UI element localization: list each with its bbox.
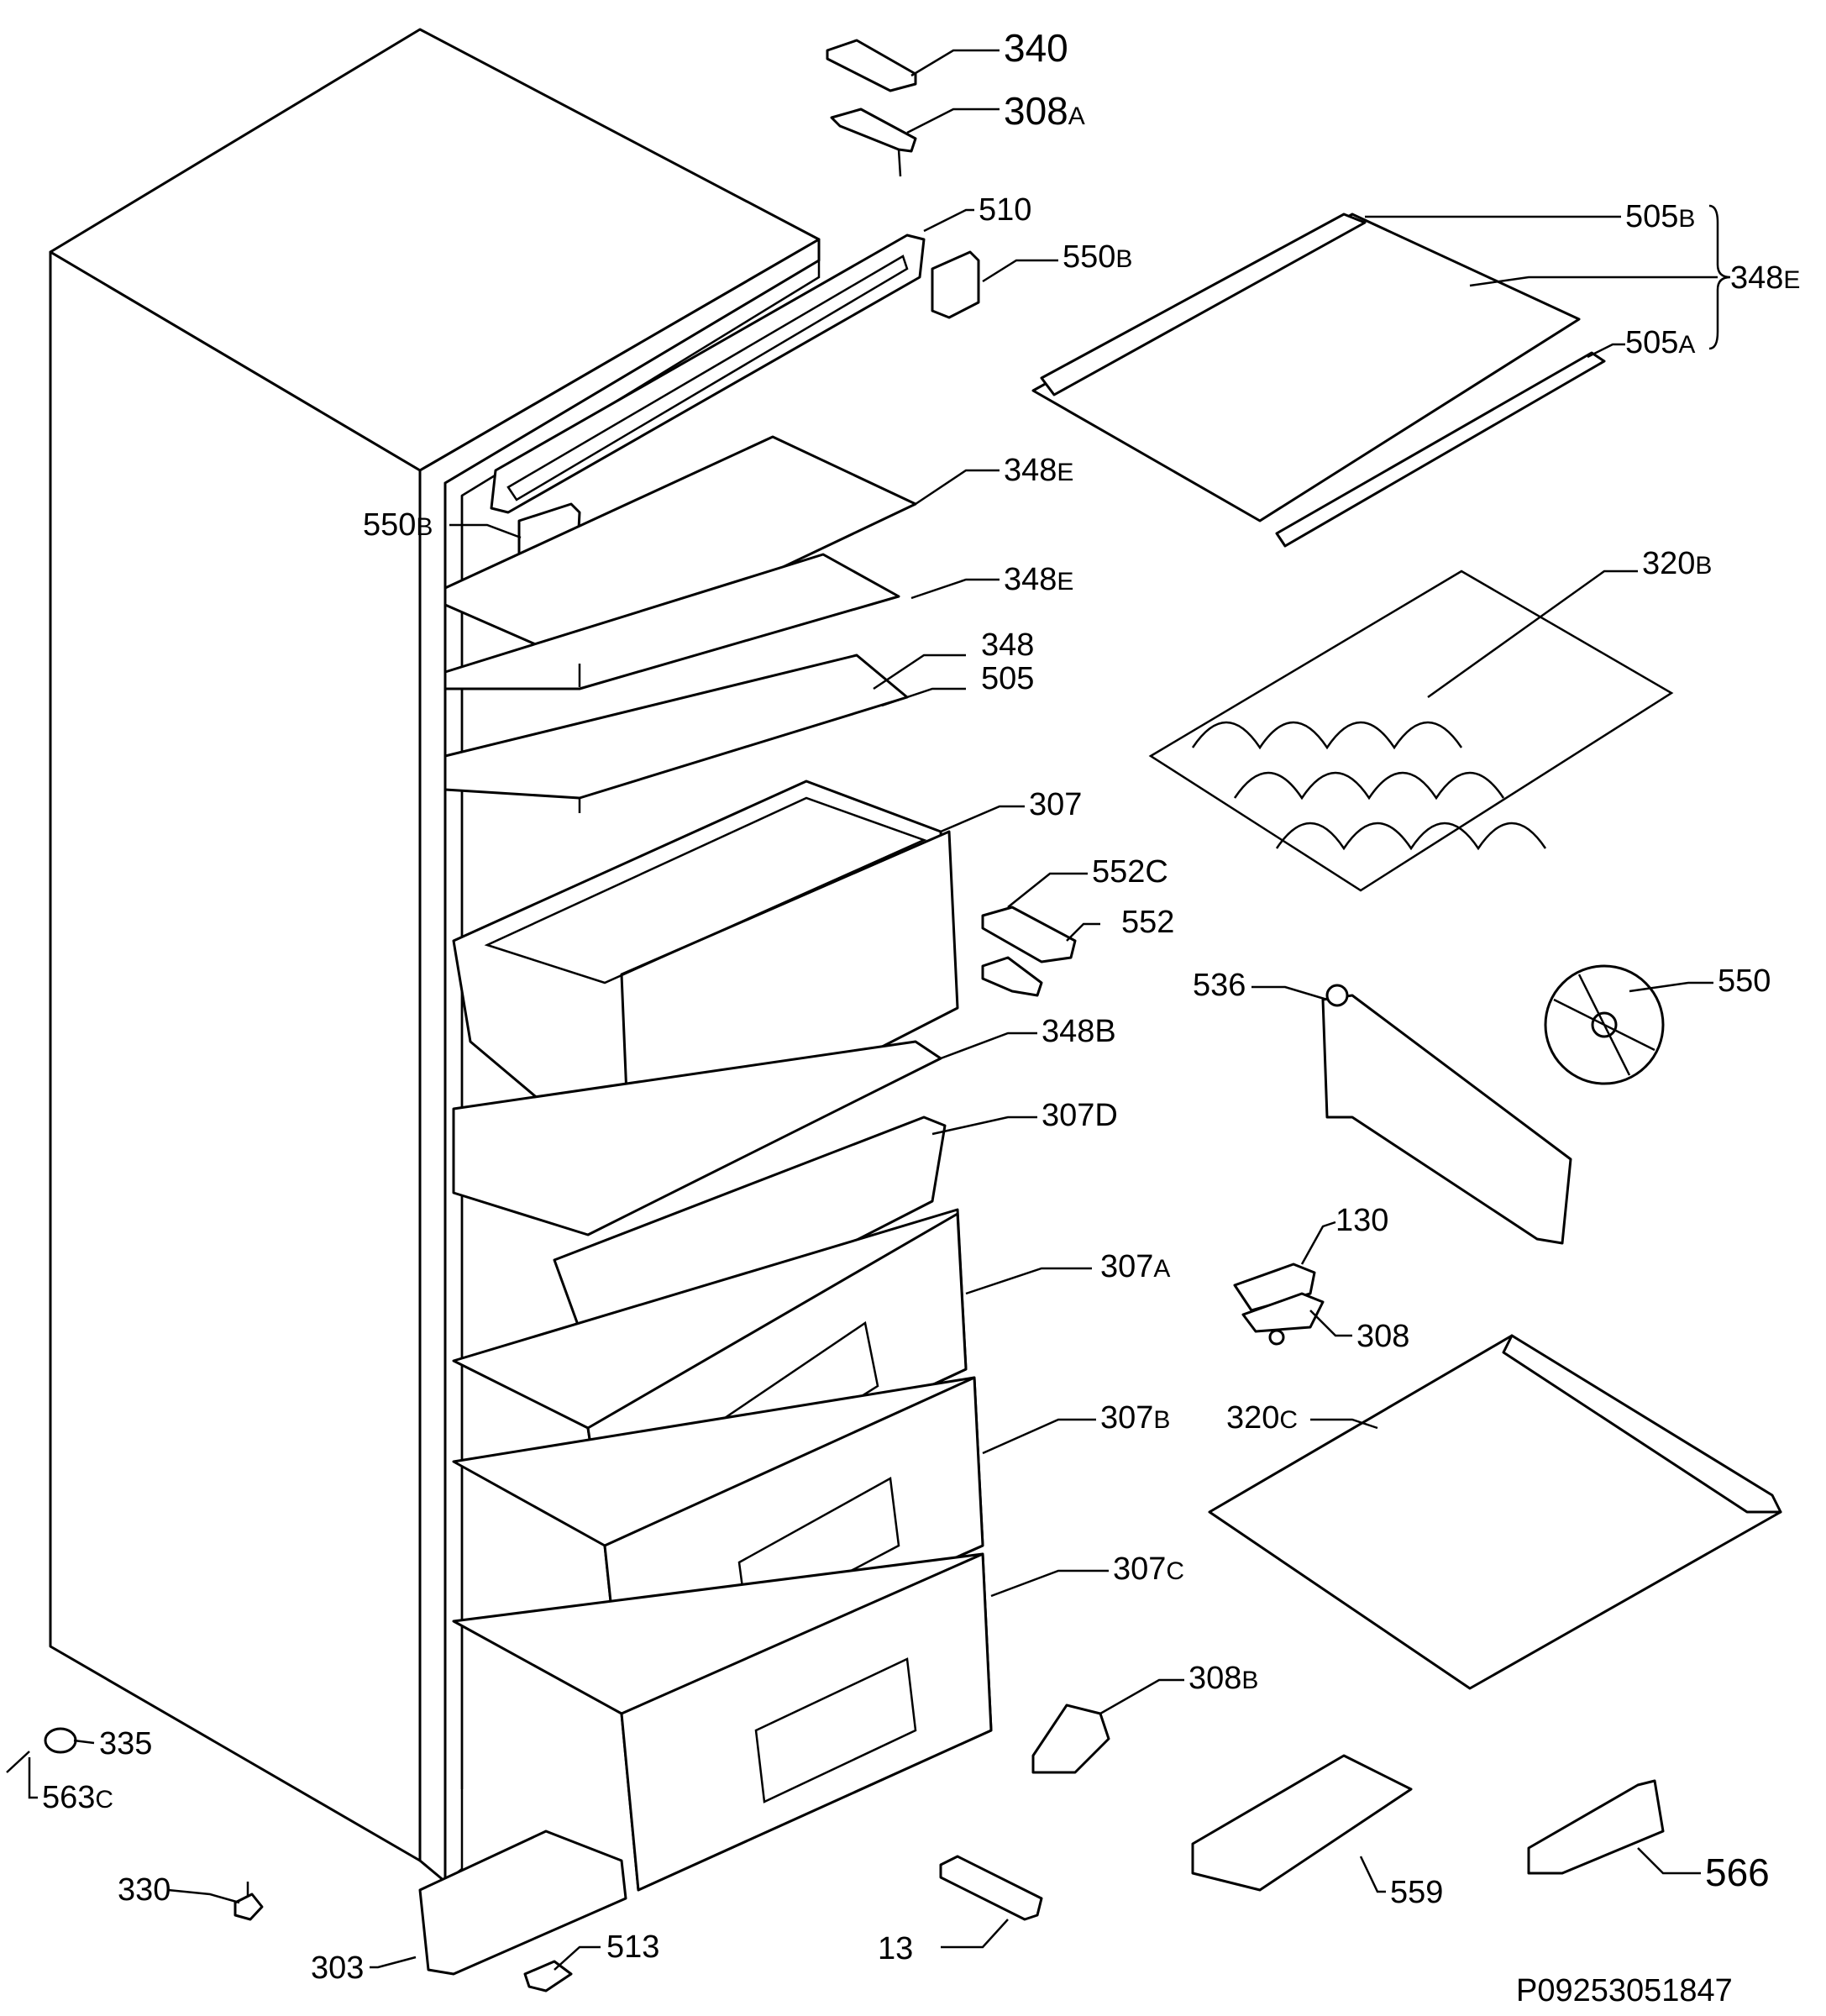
- label-307D: 307D: [1042, 1098, 1118, 1133]
- part-13-rail: [939, 1855, 1043, 1921]
- part-130-308-hinge: [1233, 1263, 1325, 1346]
- label-307C: 307C: [1113, 1551, 1184, 1587]
- label-550B-left: 550B: [363, 507, 433, 543]
- part-563C-pin: [6, 1751, 30, 1773]
- label-550B-top: 550B: [1063, 239, 1132, 275]
- label-566: 566: [1705, 1851, 1770, 1894]
- label-505A: 505A: [1625, 325, 1695, 360]
- part-566-tool: [1527, 1779, 1665, 1875]
- label-307: 307: [1029, 787, 1082, 822]
- part-308B-bracket: [1031, 1704, 1110, 1774]
- label-308A: 308A: [1004, 89, 1085, 133]
- part-335-cap: [44, 1727, 77, 1754]
- label-559: 559: [1390, 1875, 1443, 1910]
- label-552: 552: [1121, 905, 1174, 940]
- part-550B-clip-top: [931, 250, 980, 319]
- label-330: 330: [118, 1872, 171, 1908]
- leader-lines: [28, 49, 1731, 1971]
- label-510: 510: [979, 192, 1031, 228]
- part-340-cover: [826, 39, 917, 92]
- part-559-filter: [1191, 1754, 1413, 1892]
- label-340: 340: [1004, 26, 1068, 70]
- footer-code: P09253051847: [1516, 1973, 1733, 2008]
- label-563C: 563C: [42, 1780, 113, 1815]
- part-320B-wine-rack: [1148, 570, 1674, 892]
- label-513: 513: [606, 1929, 659, 1965]
- inner-glass-shelves: [443, 435, 917, 813]
- part-348B-shelf: [452, 1040, 942, 1236]
- part-348E-glass-shelf: [1031, 213, 1606, 548]
- label-130: 130: [1335, 1203, 1388, 1238]
- part-550-fan: [1544, 964, 1665, 1085]
- label-307A: 307A: [1100, 1249, 1170, 1284]
- label-550: 550: [1718, 963, 1771, 999]
- part-552-rails: [981, 906, 1077, 997]
- part-513-clip: [523, 1960, 573, 1992]
- label-348B: 348B: [1042, 1014, 1116, 1049]
- part-536-divider: [1321, 984, 1572, 1245]
- part-308A-hinge: [830, 108, 917, 177]
- label-308: 308: [1356, 1319, 1409, 1354]
- label-536: 536: [1193, 968, 1246, 1003]
- part-303-plinth: [418, 1830, 627, 1976]
- label-505: 505: [981, 661, 1034, 696]
- label-320B: 320B: [1642, 546, 1712, 581]
- label-307B: 307B: [1100, 1400, 1170, 1436]
- label-320C: 320C: [1226, 1400, 1298, 1436]
- label-348: 348: [981, 627, 1034, 663]
- label-505B: 505B: [1625, 199, 1695, 234]
- part-320C-shelf: [1208, 1334, 1782, 1690]
- label-13: 13: [878, 1931, 913, 1966]
- label-335: 335: [99, 1726, 152, 1761]
- label-348E-1: 348E: [1004, 453, 1073, 488]
- part-510-handle: [490, 234, 926, 514]
- label-552C: 552C: [1092, 854, 1168, 890]
- part-labels: 340 308A 510 550B 505B 348E 505A 550B 34…: [42, 26, 1800, 1986]
- label-308B: 308B: [1188, 1661, 1258, 1696]
- part-307C-drawer: [452, 1552, 993, 1892]
- label-303: 303: [311, 1950, 364, 1986]
- label-348E-group: 348E: [1730, 260, 1800, 296]
- cabinet-body: [49, 28, 821, 1884]
- part-330-foot: [233, 1882, 264, 1921]
- label-348E-2: 348E: [1004, 562, 1073, 597]
